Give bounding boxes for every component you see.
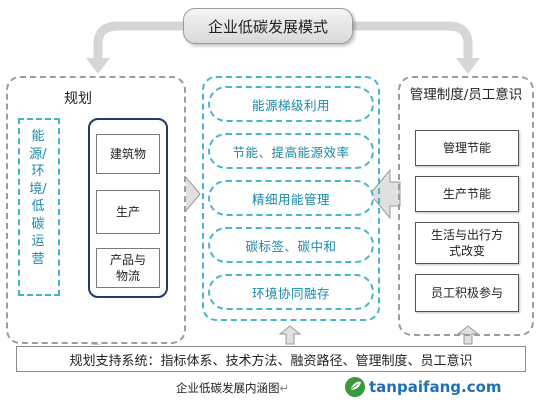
planning-item-production: 生产	[96, 190, 160, 234]
logo-text: tanpaifang.com	[369, 378, 502, 396]
up-arrow-center	[278, 325, 302, 345]
planning-heading: 规划	[64, 91, 92, 107]
leaf-logo-icon	[345, 377, 365, 397]
left-curve-arrow	[93, 21, 183, 60]
support-system-label: 规划支持系统：指标体系、技术方法、融资路径、管理制度、员工意识	[69, 353, 473, 369]
measure-label: 环境协同融存	[251, 285, 330, 301]
vertical-label-box	[18, 118, 60, 296]
management-item-lifestyle: 生活与出行方式改变	[415, 222, 519, 264]
figure-caption-text: 企业低碳发展内涵图	[176, 381, 280, 395]
right-curve-arrowhead	[456, 58, 480, 74]
management-panel	[398, 76, 534, 336]
planning-item-building: 建筑物	[96, 134, 160, 174]
management-item-energy: 管理节能	[415, 130, 519, 166]
measure-label: 节能、提高能源效率	[232, 144, 350, 160]
management-item-label: 生活与出行方式改变	[430, 228, 503, 258]
planning-item-label: 建筑物	[109, 147, 146, 161]
management-item-label: 员工积极参与	[430, 286, 503, 300]
measure-cascade-energy: 能源梯级利用	[208, 86, 374, 122]
measure-label: 能源梯级利用	[251, 97, 330, 113]
right-curve-arrow	[353, 21, 473, 60]
management-item-production: 生产节能	[415, 176, 519, 212]
measure-carbon-label: 碳标签、碳中和	[208, 227, 374, 263]
vertical-label: 能源/环境/低碳运营	[29, 129, 47, 267]
site-logo: tanpaifang.com	[344, 376, 502, 398]
planning-item-products-logistics: 产品与物流	[96, 248, 160, 288]
measure-energy-efficiency: 节能、提高能源效率	[208, 133, 374, 169]
measures-panel	[202, 76, 380, 321]
support-system-bar: 规划支持系统：指标体系、技术方法、融资路径、管理制度、员工意识	[16, 346, 526, 372]
figure-caption: 企业低碳发展内涵图↵	[176, 380, 289, 396]
management-item-label: 管理节能	[442, 141, 491, 155]
measure-fine-management: 精细用能管理	[208, 180, 374, 216]
measure-label: 碳标签、碳中和	[245, 238, 337, 254]
measure-environment: 环境协同融存	[208, 274, 374, 310]
planning-item-label: 产品与物流	[109, 253, 146, 283]
management-heading: 管理制度/员工意识	[409, 87, 523, 103]
management-item-participation: 员工积极参与	[415, 274, 519, 312]
diagram-title-text: 企业低碳发展模式	[207, 17, 328, 36]
caption-return-mark: ↵	[279, 381, 290, 395]
left-curve-arrowhead	[86, 58, 110, 74]
diagram-title: 企业低碳发展模式	[183, 8, 353, 44]
management-item-label: 生产节能	[442, 187, 491, 201]
planning-item-label: 生产	[115, 205, 140, 219]
measure-label: 精细用能管理	[251, 191, 330, 207]
